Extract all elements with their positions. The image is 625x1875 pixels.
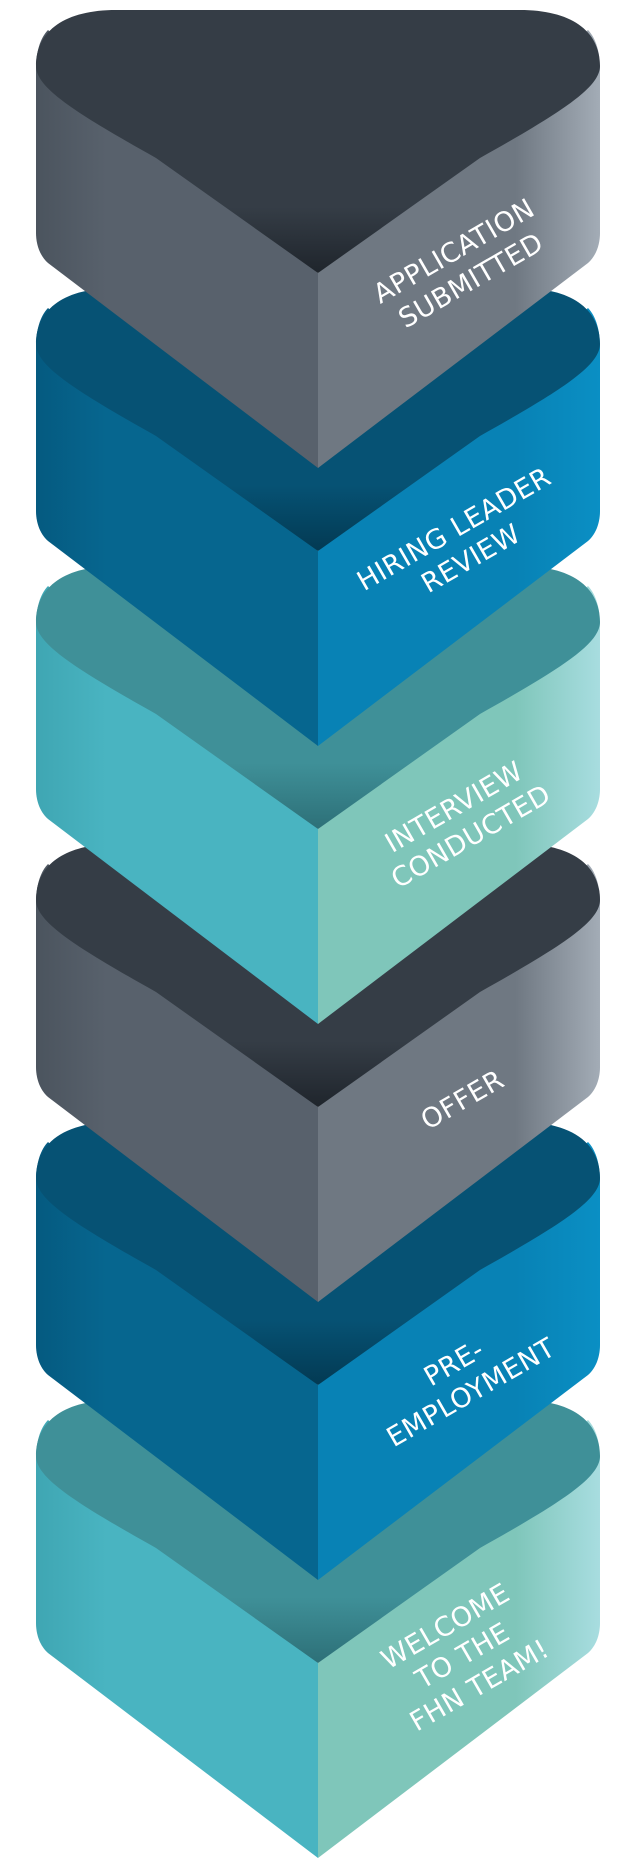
step-right-face <box>318 30 600 468</box>
step-right-face <box>318 586 600 1024</box>
step-right-face <box>318 1420 600 1858</box>
step-right-face <box>318 308 600 746</box>
step-left-face <box>36 1142 318 1580</box>
step-left-face <box>36 1420 318 1858</box>
step-left-face <box>36 30 318 468</box>
step-left-face <box>36 586 318 1024</box>
step-left-face <box>36 864 318 1302</box>
step-left-face <box>36 308 318 746</box>
step-application-submitted: APPLICATIONSUBMITTED <box>36 10 600 468</box>
step-right-face <box>318 864 600 1302</box>
step-top-face <box>36 10 600 273</box>
step-right-face <box>318 1142 600 1580</box>
